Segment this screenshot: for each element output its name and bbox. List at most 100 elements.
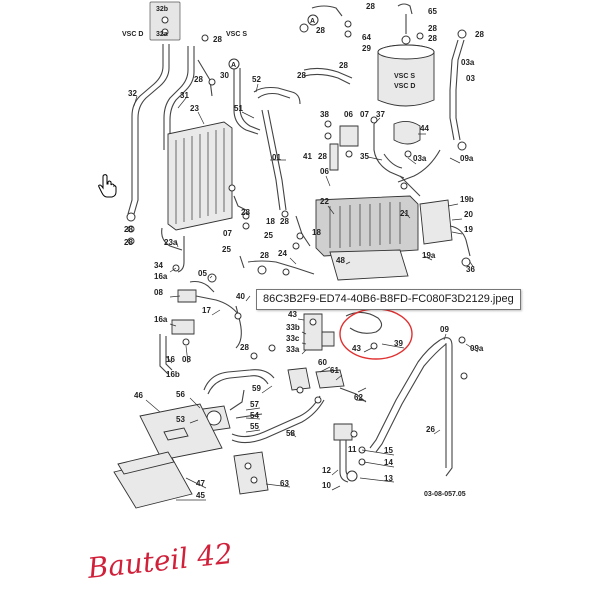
part-label: 64	[362, 33, 371, 42]
part-label: 28	[366, 2, 375, 11]
part-label: 15	[384, 446, 393, 455]
part-label: 28	[194, 75, 203, 84]
part-label: 28	[475, 30, 484, 39]
part-label: 43	[352, 344, 361, 353]
part-label: 38	[320, 110, 329, 119]
part-label: 28	[213, 35, 222, 44]
part-label: 28	[318, 152, 327, 161]
part-label: 59	[252, 384, 261, 393]
part-label: 05	[198, 269, 207, 278]
part-label: 28	[124, 238, 133, 247]
part-label: 28	[316, 26, 325, 35]
part-label: 40	[236, 292, 245, 301]
part-label: 07	[223, 229, 232, 238]
part-label: 06	[344, 110, 353, 119]
part-label: 01	[272, 153, 281, 162]
part-label: 34	[154, 261, 163, 270]
part-label: 65	[428, 7, 437, 16]
part-label: 32b	[156, 6, 168, 13]
part-label: 09	[440, 325, 449, 334]
handwritten-note: Bauteil 42	[86, 538, 234, 585]
part-label: 45	[196, 491, 205, 500]
part-label: 20	[464, 210, 473, 219]
part-label: 62	[354, 393, 363, 402]
part-label: 36	[466, 265, 475, 274]
part-label: 52	[252, 75, 261, 84]
part-label: 16b	[166, 370, 180, 379]
part-label: 32	[128, 89, 137, 98]
part-label: 14	[384, 458, 393, 467]
part-label: 43	[288, 310, 297, 319]
part-label: 22	[320, 197, 329, 206]
part-label: 19	[464, 225, 473, 234]
part-label: 09a	[470, 344, 484, 353]
part-label: 08	[154, 288, 163, 297]
part-label: 16a	[154, 272, 168, 281]
part-label: 23	[190, 104, 199, 113]
part-label: 57	[250, 400, 259, 409]
part-label: 32a	[156, 31, 168, 38]
part-label: 10	[322, 481, 331, 490]
part-label: 47	[196, 479, 205, 488]
part-label: 63	[280, 479, 289, 488]
part-label: 16	[166, 355, 175, 364]
part-label: 11	[348, 445, 357, 454]
part-label: 30	[220, 71, 229, 80]
part-label: 41	[303, 152, 312, 161]
part-label: 28	[241, 208, 250, 217]
part-label: VSC S	[394, 73, 415, 80]
part-label: 26	[426, 425, 435, 434]
part-label: 39	[394, 339, 403, 348]
part-label: 28	[280, 217, 289, 226]
part-label: 18	[266, 217, 275, 226]
part-label: 17	[202, 306, 211, 315]
part-label: 48	[336, 256, 345, 265]
part-label: 28	[428, 24, 437, 33]
part-label: VSC S	[226, 31, 247, 38]
part-label: 33a	[286, 345, 300, 354]
part-label: 28	[124, 225, 133, 234]
part-label: 09a	[460, 154, 474, 163]
part-label: 28	[428, 34, 437, 43]
part-label: 28	[240, 343, 249, 352]
part-label: 24	[278, 249, 287, 258]
part-label: 06	[320, 167, 329, 176]
part-label: 33b	[286, 323, 300, 332]
part-label: 28	[260, 251, 269, 260]
filename-tooltip: 86C3B2F9-ED74-40B6-B8FD-FC080F3D2129.jpe…	[256, 289, 521, 310]
part-label: 29	[362, 44, 371, 53]
part-label: 19a	[422, 251, 436, 260]
part-label: 54	[250, 411, 259, 420]
part-label: 28	[297, 71, 306, 80]
handwritten-note-text: Bauteil 42	[86, 538, 234, 585]
part-label: 61	[330, 366, 339, 375]
part-label: VSC D	[394, 83, 415, 90]
diagram-ref-code: 03-08-057.05	[424, 491, 466, 498]
part-label: 56	[176, 390, 185, 399]
part-label: 46	[134, 391, 143, 400]
part-label: VSC D	[122, 31, 143, 38]
part-label: 08	[182, 355, 191, 364]
part-label: 25	[222, 245, 231, 254]
part-label: 55	[250, 422, 259, 431]
part-label: 07	[360, 110, 369, 119]
part-label: 21	[400, 209, 409, 218]
part-label: 33c	[286, 334, 300, 343]
part-label: 03a	[461, 58, 475, 67]
part-label: 37	[376, 110, 385, 119]
part-label: A	[231, 62, 236, 69]
part-label: A	[310, 18, 315, 25]
part-label: 18	[312, 228, 321, 237]
part-label: 16a	[154, 315, 168, 324]
part-label: 35	[360, 152, 369, 161]
part-label: 13	[384, 474, 393, 483]
part-label: 53	[176, 415, 185, 424]
part-label: 19b	[460, 195, 474, 204]
part-label: 58	[286, 429, 295, 438]
part-label: 44	[420, 124, 429, 133]
part-label: 03a	[413, 154, 427, 163]
part-label: 12	[322, 466, 331, 475]
part-label: 51	[234, 104, 243, 113]
